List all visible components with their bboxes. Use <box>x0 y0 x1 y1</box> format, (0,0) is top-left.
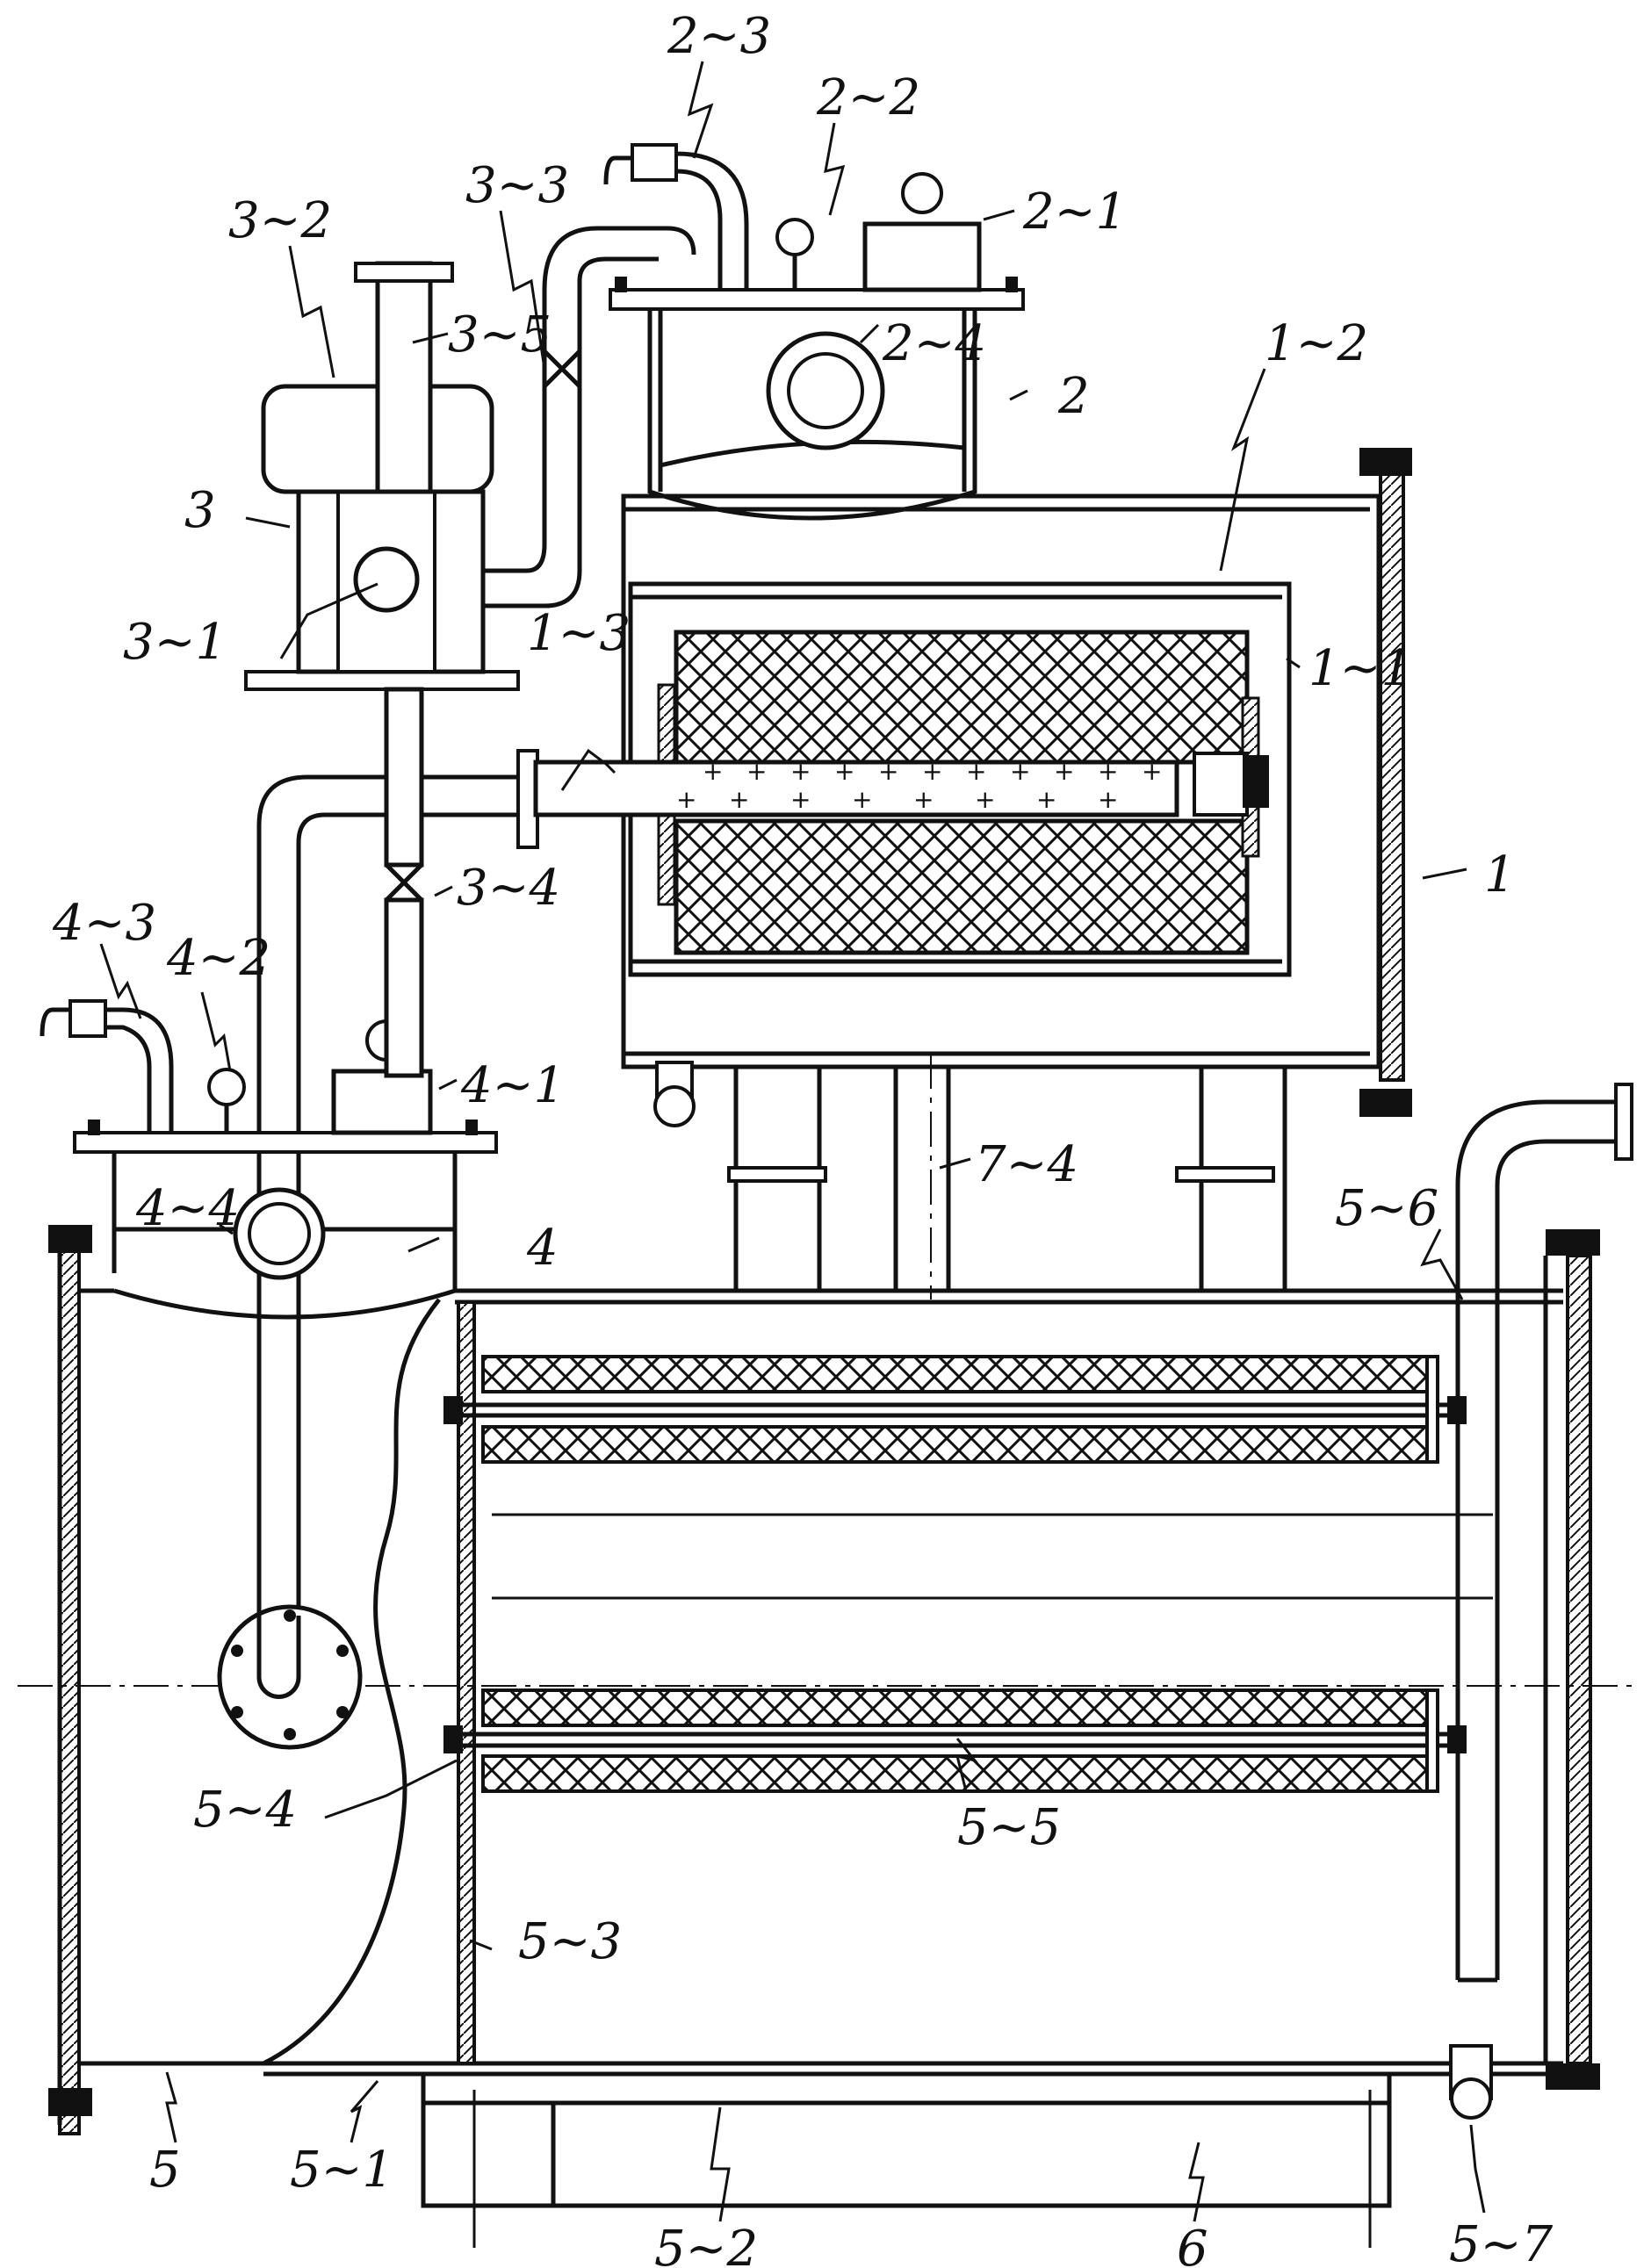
leader-lines <box>99 61 1486 2222</box>
label-4-4: 4~4 <box>135 1180 240 1237</box>
label-4-1: 4~1 <box>460 1057 565 1114</box>
part-labels: 2~3 2~2 2~1 3~2 3~3 3~5 2~4 2 1~2 3 3~1 … <box>52 8 1554 2268</box>
label-3-4: 3~4 <box>457 860 560 917</box>
svg-text:+: + <box>1054 757 1074 786</box>
label-4-2: 4~2 <box>166 930 270 987</box>
svg-text:+: + <box>1098 757 1118 786</box>
label-1-2: 1~2 <box>1265 315 1368 372</box>
svg-text:+: + <box>676 785 696 814</box>
label-4: 4 <box>526 1220 559 1277</box>
pipe-1-3 <box>217 749 539 1750</box>
label-2-4: 2~4 <box>882 315 986 372</box>
label-2: 2 <box>1057 368 1090 425</box>
label-5-7: 5~7 <box>1449 2216 1554 2268</box>
label-5-6: 5~6 <box>1335 1180 1438 1237</box>
unit-3 <box>244 226 696 1078</box>
svg-text:+: + <box>790 757 811 786</box>
svg-text:+: + <box>852 785 872 814</box>
label-2-2: 2~2 <box>816 69 920 126</box>
label-7-4: 7~4 <box>975 1136 1078 1193</box>
label-1-3: 1~3 <box>527 605 631 662</box>
label-2-1: 2~1 <box>1022 184 1127 241</box>
perforation-marks: +++ +++ +++ ++ +++ +++ ++ <box>676 757 1162 814</box>
label-2-3: 2~3 <box>667 8 771 65</box>
svg-text:+: + <box>975 785 995 814</box>
svg-text:+: + <box>746 757 767 786</box>
svg-text:+: + <box>729 785 749 814</box>
label-3-2: 3~2 <box>228 192 332 249</box>
label-3-5: 3~5 <box>448 306 552 364</box>
chamber-2 <box>603 143 1025 521</box>
label-5-2: 5~2 <box>654 2221 758 2268</box>
label-5: 5 <box>149 2142 181 2199</box>
vessel-1: +++ +++ +++ ++ +++ +++ ++ <box>533 448 1412 1300</box>
svg-text:+: + <box>834 757 854 786</box>
svg-text:+: + <box>966 757 986 786</box>
svg-text:+: + <box>878 757 898 786</box>
svg-text:+: + <box>703 757 723 786</box>
label-3: 3 <box>184 482 216 539</box>
label-5-4: 5~4 <box>193 1782 297 1839</box>
label-1: 1 <box>1484 846 1516 904</box>
label-5-1: 5~1 <box>290 2142 393 2199</box>
svg-text:+: + <box>790 785 811 814</box>
label-1-1: 1~1 <box>1309 640 1412 697</box>
label-5-3: 5~3 <box>518 1913 622 1970</box>
label-3-3: 3~3 <box>465 157 569 214</box>
chamber-4 <box>40 999 498 1280</box>
svg-text:+: + <box>913 785 934 814</box>
label-4-3: 4~3 <box>52 895 156 952</box>
tank-5 <box>18 1083 1633 2248</box>
svg-text:+: + <box>1098 785 1118 814</box>
label-6: 6 <box>1177 2221 1208 2268</box>
svg-text:+: + <box>1036 785 1056 814</box>
svg-text:+: + <box>1142 757 1162 786</box>
svg-text:+: + <box>1010 757 1030 786</box>
svg-text:+: + <box>922 757 942 786</box>
label-5-5: 5~5 <box>957 1799 1061 1856</box>
label-3-1: 3~1 <box>123 614 227 671</box>
